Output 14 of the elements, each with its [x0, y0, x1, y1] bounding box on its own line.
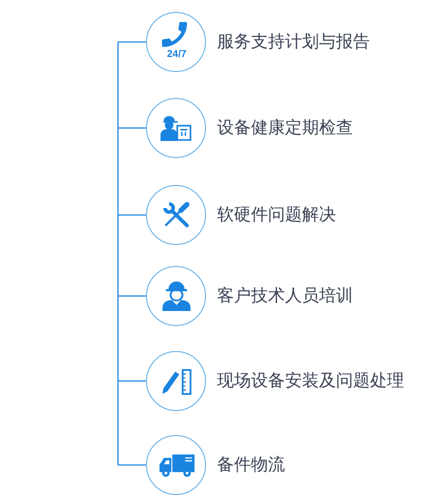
item-title: 客户技术人员培训	[217, 286, 353, 306]
branch-line	[118, 41, 146, 43]
item-title: 现场设备安装及问题处理	[217, 371, 404, 391]
branch-line	[118, 127, 146, 129]
item-title: 设备健康定期检查	[217, 118, 353, 138]
item-title: 备件物流	[217, 455, 285, 475]
icon-caption: 24/7	[167, 50, 186, 60]
branch-line	[118, 464, 146, 466]
branch-line	[118, 380, 146, 382]
item-title: 软硬件问题解决	[217, 205, 336, 225]
item-title: 服务支持计划与报告	[217, 32, 370, 52]
branch-line	[118, 295, 146, 297]
branch-line	[118, 214, 146, 216]
trunk-line	[117, 42, 119, 465]
